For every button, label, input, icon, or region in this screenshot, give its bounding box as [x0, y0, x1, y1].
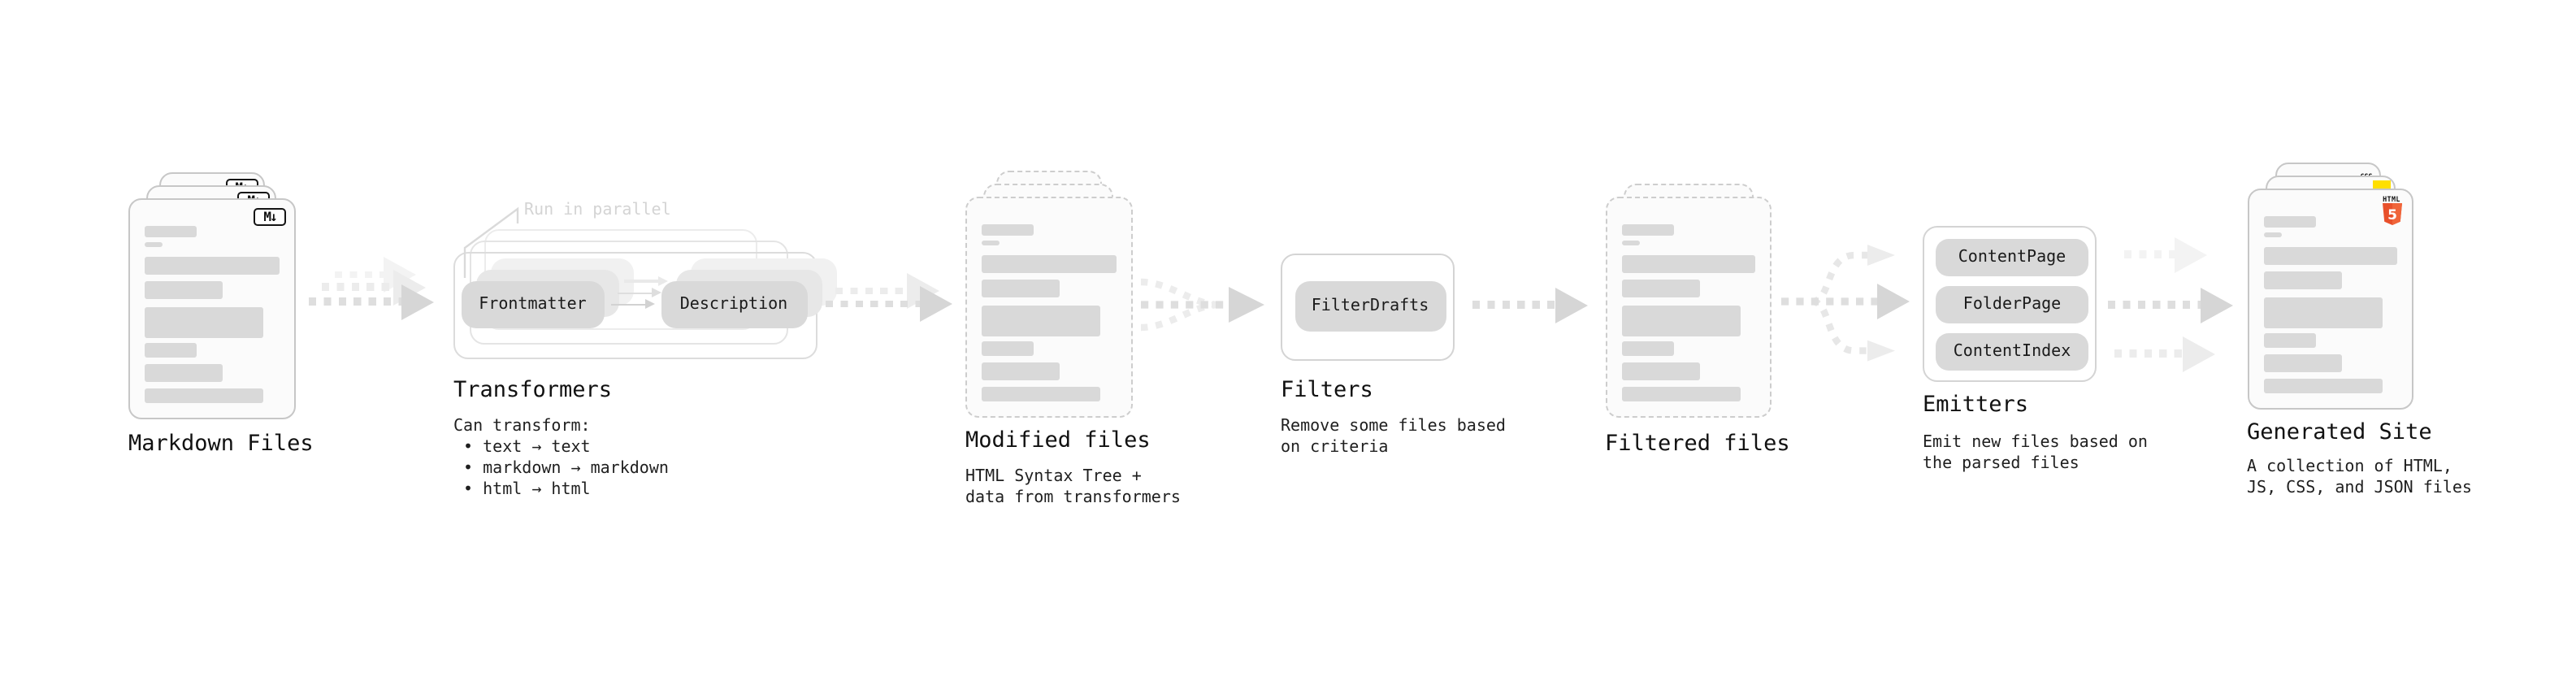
pill-contentindex: ContentIndex	[1936, 333, 2088, 370]
html5-icon-number: 5	[2387, 206, 2396, 223]
doc-line	[2263, 246, 2397, 264]
pill-contentpage: ContentPage	[1936, 239, 2088, 275]
pill-description: Description	[661, 280, 807, 327]
doc-line	[982, 362, 1060, 380]
doc-line	[982, 279, 1060, 297]
arrow-dash	[1472, 301, 1555, 309]
doc-line	[982, 254, 1116, 272]
filters-box: FilterDrafts	[1281, 254, 1455, 361]
arrow-dash	[2108, 301, 2201, 309]
doc-line	[982, 224, 1034, 235]
stage-desc-modified-files: HTML Syntax Tree + data from transformer…	[965, 467, 1181, 507]
doc-line	[1621, 240, 1639, 245]
markdown-file-doc-front: M↓	[128, 198, 295, 419]
doc-line	[1621, 386, 1740, 401]
stage-desc-transformers: Can transform: • text → text • markdown …	[453, 417, 669, 500]
arrow-head-icon	[645, 299, 655, 309]
doc-line	[982, 240, 1000, 245]
doc-line	[2263, 333, 2315, 348]
markdown-icon: M↓	[254, 207, 286, 226]
run-in-parallel-label: Run in parallel	[524, 202, 671, 219]
stage-label-transformers: Transformers	[453, 376, 613, 402]
arrow-head-icon	[658, 275, 668, 285]
arrow-dash	[309, 297, 401, 306]
doc-line	[1621, 341, 1673, 356]
stage-label-emitters: Emitters	[1923, 392, 2029, 418]
doc-line	[145, 343, 197, 358]
doc-line	[145, 241, 163, 247]
js-icon	[2372, 180, 2390, 189]
arrow-dash	[2114, 349, 2183, 358]
doc-line	[1621, 305, 1740, 336]
pill-filterdrafts: FilterDrafts	[1295, 280, 1446, 331]
html5-shield-icon: 5	[2382, 202, 2401, 224]
doc-line	[1621, 224, 1673, 235]
annotation-leader-line	[463, 206, 519, 278]
arrow-dash	[835, 287, 907, 295]
doc-line	[1621, 279, 1699, 297]
doc-line	[1621, 254, 1755, 272]
markdown-icon-label: M↓	[263, 209, 277, 224]
doc-line	[145, 306, 263, 337]
arrow-head-icon	[920, 286, 952, 322]
arrow-head-icon	[652, 288, 661, 297]
doc-line	[145, 388, 263, 403]
arrow-head-icon	[2175, 236, 2207, 272]
arrow-head-icon	[2183, 336, 2215, 371]
doc-line	[2263, 354, 2341, 371]
html5-icon: HTML 5	[2382, 194, 2401, 224]
doc-line	[1621, 362, 1699, 380]
stage-desc-filters: Remove some files based on criteria	[1281, 417, 1506, 457]
arrow-dash	[2124, 250, 2175, 258]
doc-line	[145, 280, 223, 298]
doc-line	[145, 363, 223, 381]
arrow-dash	[322, 283, 393, 291]
stage-label-modified-files: Modified files	[965, 427, 1151, 453]
stage-label-generated-site: Generated Site	[2247, 419, 2432, 445]
doc-line	[145, 226, 197, 236]
modified-file-doc-front	[965, 197, 1132, 418]
doc-line	[2263, 271, 2341, 288]
arrow-head-icon	[401, 284, 434, 319]
arrow-dash	[618, 292, 652, 295]
stage-desc-emitters: Emit new files based on the parsed files	[1923, 433, 2148, 473]
filtered-file-doc-front	[1605, 197, 1772, 418]
stage-label-markdown-files: Markdown Files	[128, 431, 314, 457]
arrow-dash	[826, 300, 920, 308]
doc-line	[982, 305, 1100, 336]
doc-line	[982, 341, 1034, 356]
arrow-head-icon	[1555, 287, 1588, 323]
arrow-dash	[611, 303, 645, 306]
doc-line	[2263, 216, 2315, 227]
stage-label-filters: Filters	[1281, 377, 1373, 403]
doc-line	[982, 386, 1100, 401]
emitters-box: ContentPage FolderPage ContentIndex	[1923, 226, 2097, 382]
html5-icon-label: HTML	[2383, 194, 2400, 202]
site-file-doc-html: HTML 5	[2247, 189, 2413, 410]
arrow-dash	[624, 280, 658, 283]
arrow-filtered-to-emitters	[1781, 245, 1910, 362]
pill-folderpage: FolderPage	[1936, 286, 2088, 323]
arrow-dash	[335, 271, 384, 279]
stage-desc-generated-site: A collection of HTML, JS, CSS, and JSON …	[2247, 458, 2472, 498]
doc-line	[145, 256, 279, 274]
doc-line	[2263, 232, 2281, 237]
stage-label-filtered-files: Filtered files	[1605, 430, 1790, 456]
arrow-head-icon	[2201, 287, 2233, 323]
arrow-modified-to-filters	[1140, 278, 1264, 332]
doc-line	[2263, 378, 2382, 393]
pill-frontmatter: Frontmatter	[462, 280, 604, 327]
doc-line	[2263, 297, 2382, 327]
